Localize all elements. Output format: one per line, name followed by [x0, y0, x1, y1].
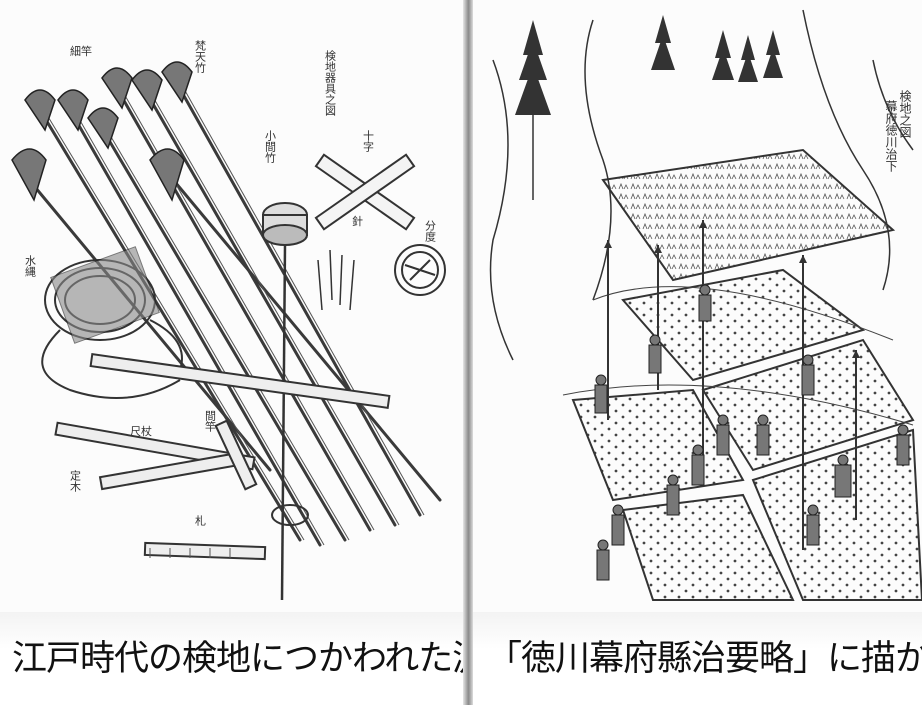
label-hari: 針 — [352, 214, 363, 228]
surveying-tools-illustration: 検地器具之図 細竿 梵天竹 小間竹 十字 水縄 分度 針 間竿 尺杖 定木 札 — [0, 0, 463, 612]
label-joki: 定木 — [69, 469, 82, 493]
label-ken: 間竿 — [204, 410, 217, 433]
left-caption: 江戸時代の検地につかわれた測量用具 — [12, 639, 463, 679]
label-bunken: 分度 — [424, 220, 437, 243]
label-fuda: 札 — [194, 515, 207, 527]
label-juji: 十字 — [362, 129, 375, 152]
survey-subtitle: 幕府徳川治下 — [884, 100, 898, 172]
left-panel: 検地器具之図 細竿 梵天竹 小間竹 十字 水縄 分度 針 間竿 尺杖 定木 札 … — [0, 0, 463, 705]
panel-divider — [463, 0, 473, 705]
right-panel: 検地之図 幕府徳川治下 「徳川幕府縣治要略」に描かれた検地 — [473, 0, 922, 705]
tools-title: 検地器具之図 — [324, 49, 337, 116]
label-suinawa: 水縄 — [24, 255, 37, 277]
right-caption-band — [473, 612, 922, 705]
label-bonten: 梵天竹 — [194, 40, 207, 74]
label-shakujo: 尺杖 — [130, 424, 152, 438]
label-hosozao: 細竿 — [70, 44, 92, 58]
right-caption: 「徳川幕府縣治要略」に描かれた検地 — [487, 639, 922, 679]
label-kojaku: 小間竹 — [264, 130, 277, 164]
survey-title: 検地之図 — [898, 90, 912, 138]
left-caption-band — [0, 612, 463, 705]
land-survey-illustration: 検地之図 幕府徳川治下 — [473, 0, 922, 612]
